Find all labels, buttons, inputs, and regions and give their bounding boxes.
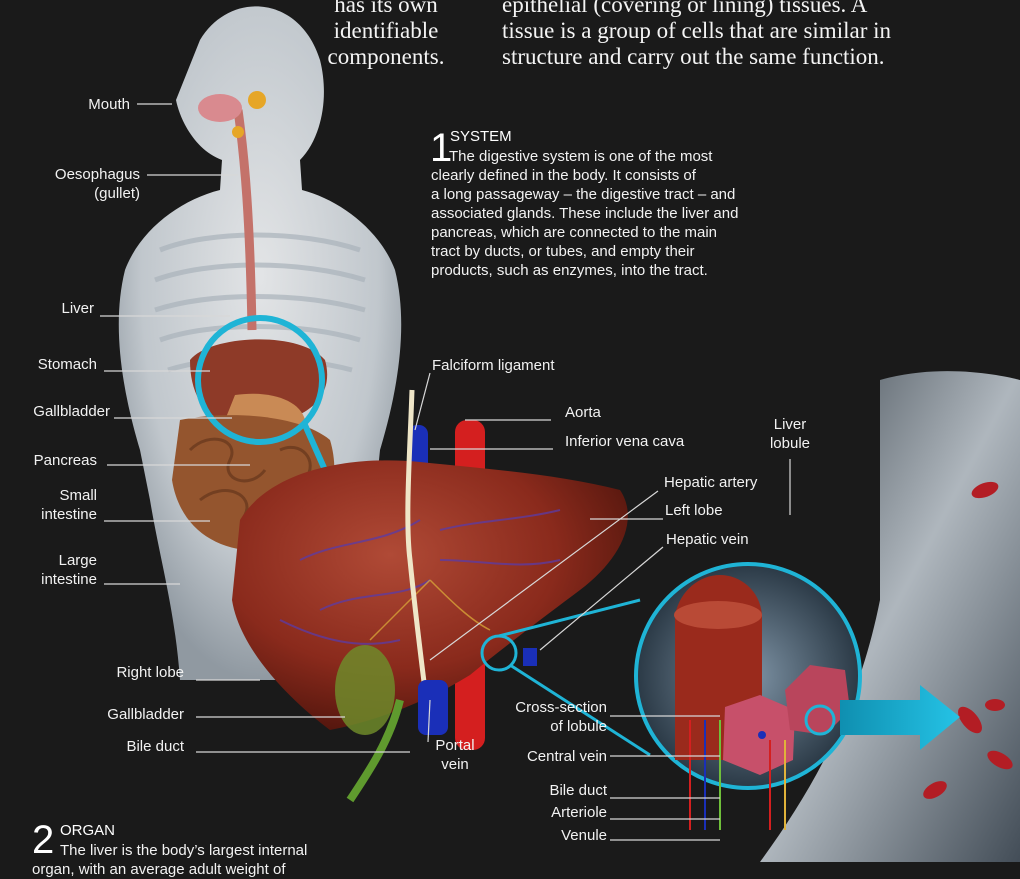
label-venule: Venule (561, 826, 607, 845)
organ-paragraph: The liver is the body’s largest internal… (32, 841, 392, 879)
label-cross-section-line: of lobule (515, 717, 607, 736)
intro-left-text: has its own identifiable components. (296, 0, 476, 70)
intro-left-line: has its own (296, 0, 476, 18)
label-liver-gallbladder: Gallbladder (107, 705, 184, 724)
label-stomach: Stomach (38, 355, 97, 374)
system-line: pancreas, which are connected to the mai… (431, 223, 831, 242)
intro-left-line: components. (296, 44, 476, 70)
label-lobule-bile-duct: Bile duct (549, 781, 607, 800)
system-heading: SYSTEM (450, 128, 512, 146)
label-cross-section-line: Cross-section (515, 698, 607, 717)
system-line: associated glands. These include the liv… (431, 204, 831, 223)
intro-right-line: structure and carry out the same functio… (502, 44, 972, 70)
label-inferior-vena-cava: Inferior vena cava (565, 432, 684, 451)
label-small-intestine: Small intestine (41, 486, 97, 524)
system-line: a long passageway – the digestive tract … (431, 185, 831, 204)
intro-right-line: epithelial (covering or lining) tissues.… (502, 0, 972, 18)
label-arteriole: Arteriole (551, 803, 607, 822)
label-hepatic-vein: Hepatic vein (666, 530, 749, 549)
label-oesophagus-line: Oesophagus (55, 165, 140, 184)
label-small-intestine-line: Small (41, 486, 97, 505)
label-liver-lobule-line: lobule (755, 434, 825, 453)
label-portal-vein: Portal vein (430, 736, 480, 774)
label-mouth: Mouth (88, 95, 130, 114)
label-hepatic-artery: Hepatic artery (664, 473, 757, 492)
label-right-lobe: Right lobe (116, 663, 184, 682)
label-portal-vein-line: vein (430, 755, 480, 774)
label-pancreas: Pancreas (34, 451, 97, 470)
intro-right-text: epithelial (covering or lining) tissues.… (502, 0, 972, 70)
label-liver-lobule: Liver lobule (755, 415, 825, 453)
label-falciform-ligament: Falciform ligament (432, 356, 555, 375)
label-aorta: Aorta (565, 403, 601, 422)
label-small-intestine-line: intestine (41, 505, 97, 524)
system-line: tract by ducts, or tubes, and empty thei… (431, 242, 831, 261)
label-central-vein: Central vein (527, 747, 607, 766)
label-large-intestine: Large intestine (41, 551, 97, 589)
system-line: clearly defined in the body. It consists… (431, 166, 831, 185)
label-oesophagus-line: (gullet) (55, 184, 140, 203)
label-liver: Liver (61, 299, 94, 318)
system-line: The digestive system is one of the most (431, 147, 831, 166)
label-gallbladder: Gallbladder (33, 402, 110, 421)
organ-line: organ, with an average adult weight of (32, 860, 392, 879)
system-paragraph: The digestive system is one of the most … (431, 147, 831, 280)
label-left-lobe: Left lobe (665, 501, 723, 520)
label-liver-lobule-line: Liver (755, 415, 825, 434)
label-large-intestine-line: Large (41, 551, 97, 570)
organ-line: The liver is the body’s largest internal (32, 841, 392, 860)
label-oesophagus: Oesophagus (gullet) (55, 165, 140, 203)
organ-heading: ORGAN (60, 822, 115, 840)
system-line: products, such as enzymes, into the trac… (431, 261, 831, 280)
label-liver-bile-duct: Bile duct (126, 737, 184, 756)
label-portal-vein-line: Portal (430, 736, 480, 755)
label-cross-section: Cross-section of lobule (515, 698, 607, 736)
intro-left-line: identifiable (296, 18, 476, 44)
label-large-intestine-line: intestine (41, 570, 97, 589)
intro-right-line: tissue is a group of cells that are simi… (502, 18, 972, 44)
